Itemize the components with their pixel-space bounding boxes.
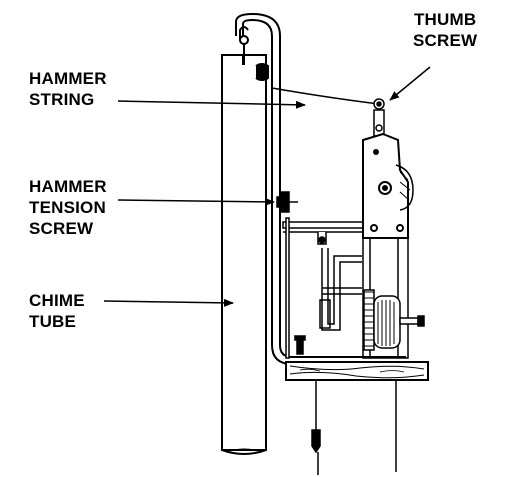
hammer-tension-screw-label-line-3: SCREW (29, 219, 94, 238)
hammer-tension-screw-label: HAMMER TENSION SCREW (29, 176, 107, 239)
base-screw (294, 335, 306, 355)
hammer-tension-screw-label-line-2: TENSION (29, 198, 106, 217)
hammer-string (271, 87, 380, 105)
hammer-arm (282, 217, 365, 359)
movement-plate (362, 132, 414, 239)
wood-shelf (285, 361, 429, 381)
leader-lines (103, 66, 431, 307)
hammer-tension-screw-arrow (117, 197, 275, 206)
chime-tube (221, 54, 267, 455)
chime-tube-arrow (103, 298, 234, 307)
chime-tube-label-line-2: TUBE (29, 312, 77, 331)
chime-tube-label-line-1: CHIME (29, 291, 85, 310)
hammer-string-arrow (117, 100, 306, 109)
thumb-screw-label: THUMB SCREW (413, 9, 477, 51)
hammer-lever (373, 98, 385, 137)
support-rod (235, 12, 406, 365)
chime-tube-label: CHIME TUBE (29, 290, 85, 332)
gear-train (363, 289, 425, 351)
hammer-string-label-line-1: HAMMER (29, 69, 107, 88)
hammer-string-label: HAMMER STRING (29, 68, 107, 110)
hammer-tension-screw-label-line-1: HAMMER (29, 177, 107, 196)
thumb-screw-label-line-1: THUMB (413, 10, 477, 29)
thumb-screw-label-line-2: SCREW (413, 31, 478, 50)
pendulum-rods (311, 380, 397, 475)
hammer-string-label-line-2: STRING (29, 90, 95, 109)
hammer-tension-screw (276, 191, 298, 213)
thumb-screw-arrow (389, 66, 431, 101)
